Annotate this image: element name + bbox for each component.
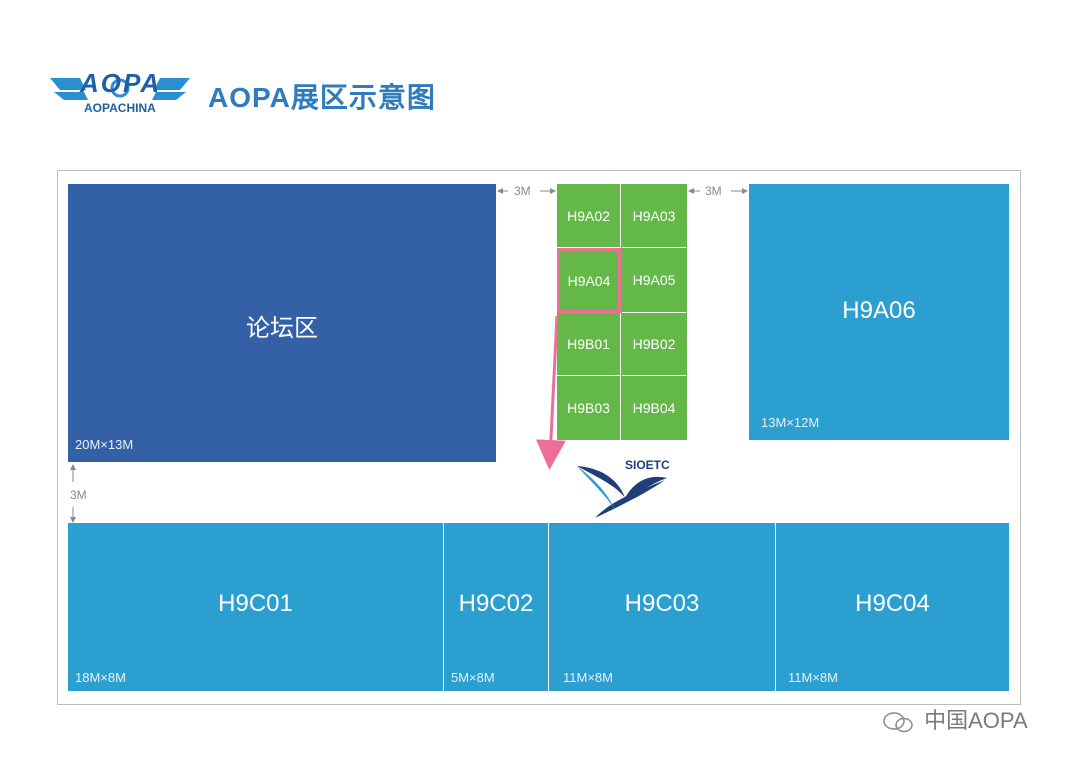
booth-h9c02-name: H9C02: [458, 590, 534, 617]
booth-h9c01: H9C01 18M×8M: [68, 523, 443, 691]
watermark: 中国AOPA: [882, 703, 1028, 735]
booth-h9c03: H9C03 11M×8M: [549, 523, 775, 691]
gap-label-left: 3M: [514, 184, 531, 198]
gap-label-right: 3M: [705, 184, 722, 198]
aopa-logo-text: AOPA: [80, 68, 162, 98]
aopa-logo-subtext: AOPACHINA: [84, 101, 156, 115]
forum-area-dim: 20M×13M: [75, 437, 134, 452]
booth-h9a03: H9A03: [622, 184, 686, 248]
floor-plan-frame: [57, 170, 1021, 705]
booth-h9a02: H9A02: [557, 184, 621, 248]
booth-h9c02: H9C02 5M×8M: [444, 523, 548, 691]
wechat-icon: [882, 711, 914, 733]
booth-h9a04: H9A04: [557, 248, 621, 313]
aopa-logo: AOPA AOPACHINA: [50, 68, 190, 118]
small-booth-grid: H9A02 H9A03 H9A04 H9A05 H9B01 H9B02 H9B0…: [557, 184, 687, 440]
booth-h9c04-name: H9C04: [855, 590, 930, 617]
booth-h9a06-name: H9A06: [842, 297, 916, 324]
booth-h9c01-dim: 18M×8M: [75, 670, 126, 685]
booth-h9c03-dim: 11M×8M: [563, 670, 613, 685]
page-title: AOPA展区示意图: [208, 82, 436, 113]
booth-h9c01-name: H9C01: [218, 590, 293, 617]
booth-h9a06: H9A06 13M×12M: [749, 184, 1009, 440]
booth-h9c04: H9C04 11M×8M: [776, 523, 1009, 691]
sioetc-logo-text: SIOETC: [625, 458, 670, 472]
gap-label-vertical: 3M: [70, 488, 87, 502]
forum-area: 论坛区 20M×13M: [68, 184, 496, 462]
watermark-text: 中国AOPA: [924, 708, 1028, 733]
booth-h9c04-dim: 11M×8M: [788, 670, 838, 685]
booth-h9b04: H9B04: [632, 400, 676, 416]
booth-h9c02-dim: 5M×8M: [451, 670, 495, 685]
booth-h9b03: H9B03: [557, 376, 621, 440]
booth-h9b01: H9B01: [557, 313, 621, 376]
booth-h9b02: H9B02: [622, 313, 686, 376]
forum-area-name: 论坛区: [246, 315, 318, 342]
booth-h9a06-dim: 13M×12M: [761, 415, 820, 430]
booth-h9a05: H9A05: [622, 248, 686, 313]
sioetc-logo: SIOETC: [575, 458, 675, 520]
booth-h9c03-name: H9C03: [624, 590, 700, 617]
